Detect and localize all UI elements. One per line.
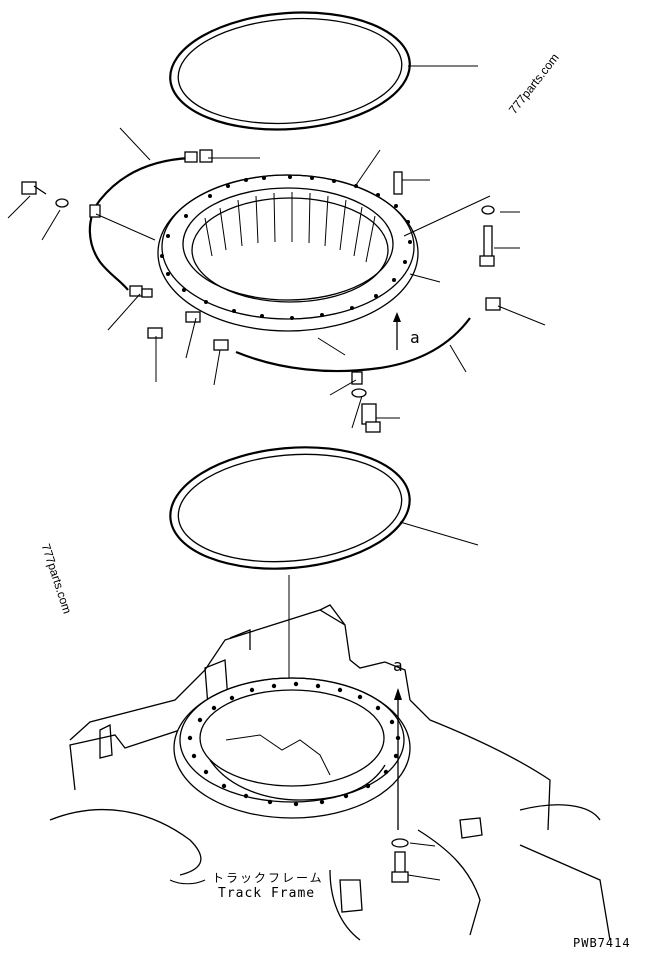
leader-bolt-lower <box>407 874 441 881</box>
track-frame-label-en: Track Frame <box>218 886 316 901</box>
detail-arrow-top <box>393 312 401 350</box>
leader-seal-bottom <box>399 521 479 546</box>
bolt-left <box>21 181 47 195</box>
track-frame-label-jp: トラックフレーム <box>212 871 324 885</box>
grease-hose-left <box>88 156 191 291</box>
grease-nipple <box>147 311 229 351</box>
elbow-fitting-right <box>485 297 546 326</box>
seal-ring-bottom <box>169 446 411 570</box>
bolt-holes-lower <box>187 681 401 807</box>
hose-clamp-right <box>351 371 363 385</box>
washer-left <box>55 198 69 208</box>
drawing-code: PWB7414 <box>573 936 631 950</box>
swing-circle-lower <box>173 677 411 819</box>
bolt-bottom <box>361 403 381 433</box>
leader-lines <box>7 127 520 429</box>
callout-a-top: a <box>410 328 421 347</box>
leader-bearing <box>355 149 381 186</box>
leader-track-frame <box>169 879 206 885</box>
washer-bottom <box>351 388 367 398</box>
detail-arrow-bottom <box>394 688 402 830</box>
seal-ring-top <box>169 11 411 131</box>
washer-lower <box>391 838 409 848</box>
bolt-right <box>479 225 495 267</box>
elbow-fitting-top <box>184 149 260 163</box>
hose-clamp-left <box>89 204 101 218</box>
leader-washer-lower <box>409 842 436 847</box>
pin-top <box>393 171 430 195</box>
bolt-lower <box>391 851 409 883</box>
bolt-holes-bearing <box>160 175 412 320</box>
swing-circle-bearing <box>157 174 419 332</box>
grease-hose-right <box>235 317 471 373</box>
washer-right <box>481 205 495 215</box>
callout-a-bottom: a <box>393 656 404 675</box>
fitting-left <box>129 285 153 298</box>
